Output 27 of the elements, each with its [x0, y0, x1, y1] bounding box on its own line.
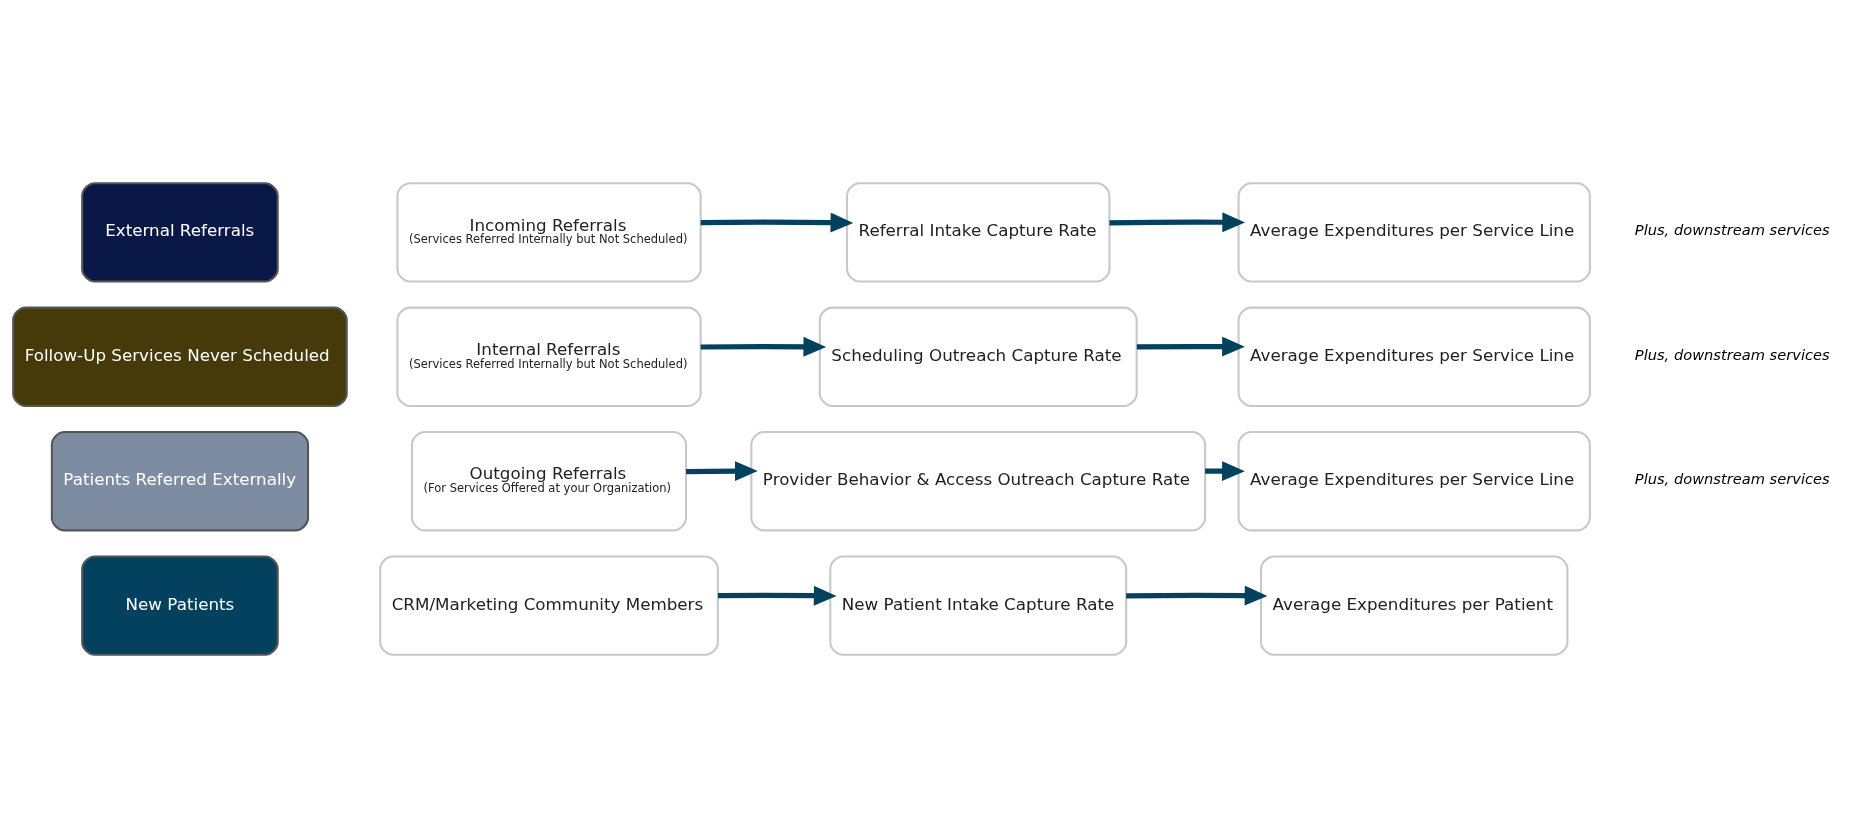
arrow [700, 212, 853, 233]
node-box: Incoming Referrals (Services Referred Internally but Not Scheduled) [395, 181, 702, 283]
node-box: Average Expenditures per Service Line [1237, 306, 1591, 407]
arrow [700, 336, 826, 357]
arrow [1125, 585, 1267, 606]
arrow [1204, 460, 1245, 481]
node-box: Provider Behavior & Access Outreach Capture Rate [749, 430, 1206, 531]
arrow [685, 460, 758, 481]
node-box: Average Expenditures per Service Line [1237, 181, 1591, 283]
node-label: Plus, downstream services [1634, 220, 1830, 238]
node-box: Average Expenditures per Patient [1259, 554, 1568, 656]
node-box: Patients Referred Externally [50, 430, 309, 531]
node-box: Internal Referrals (Services Referred Internally but Not Scheduled) [395, 306, 702, 407]
node-box: Outgoing Referrals (For Services Offered at your Organization) [410, 430, 687, 531]
node-label: Plus, downstream services [1634, 469, 1830, 487]
arrow [717, 585, 837, 606]
node-box: Referral Intake Capture Rate [845, 181, 1110, 283]
node-box: Follow-Up Services Never Scheduled [11, 306, 348, 407]
node-box: New Patient Intake Capture Rate [828, 554, 1127, 656]
arrow [1108, 211, 1245, 232]
node-box: New Patients [80, 554, 279, 656]
node-box: Average Expenditures per Service Line [1237, 430, 1591, 531]
node-label: Plus, downstream services [1634, 345, 1830, 363]
arrow [1136, 336, 1245, 357]
node-box: External Referrals [80, 181, 279, 283]
node-box: Scheduling Outreach Capture Rate [818, 306, 1138, 407]
node-box: CRM/Marketing Community Members [378, 554, 719, 656]
